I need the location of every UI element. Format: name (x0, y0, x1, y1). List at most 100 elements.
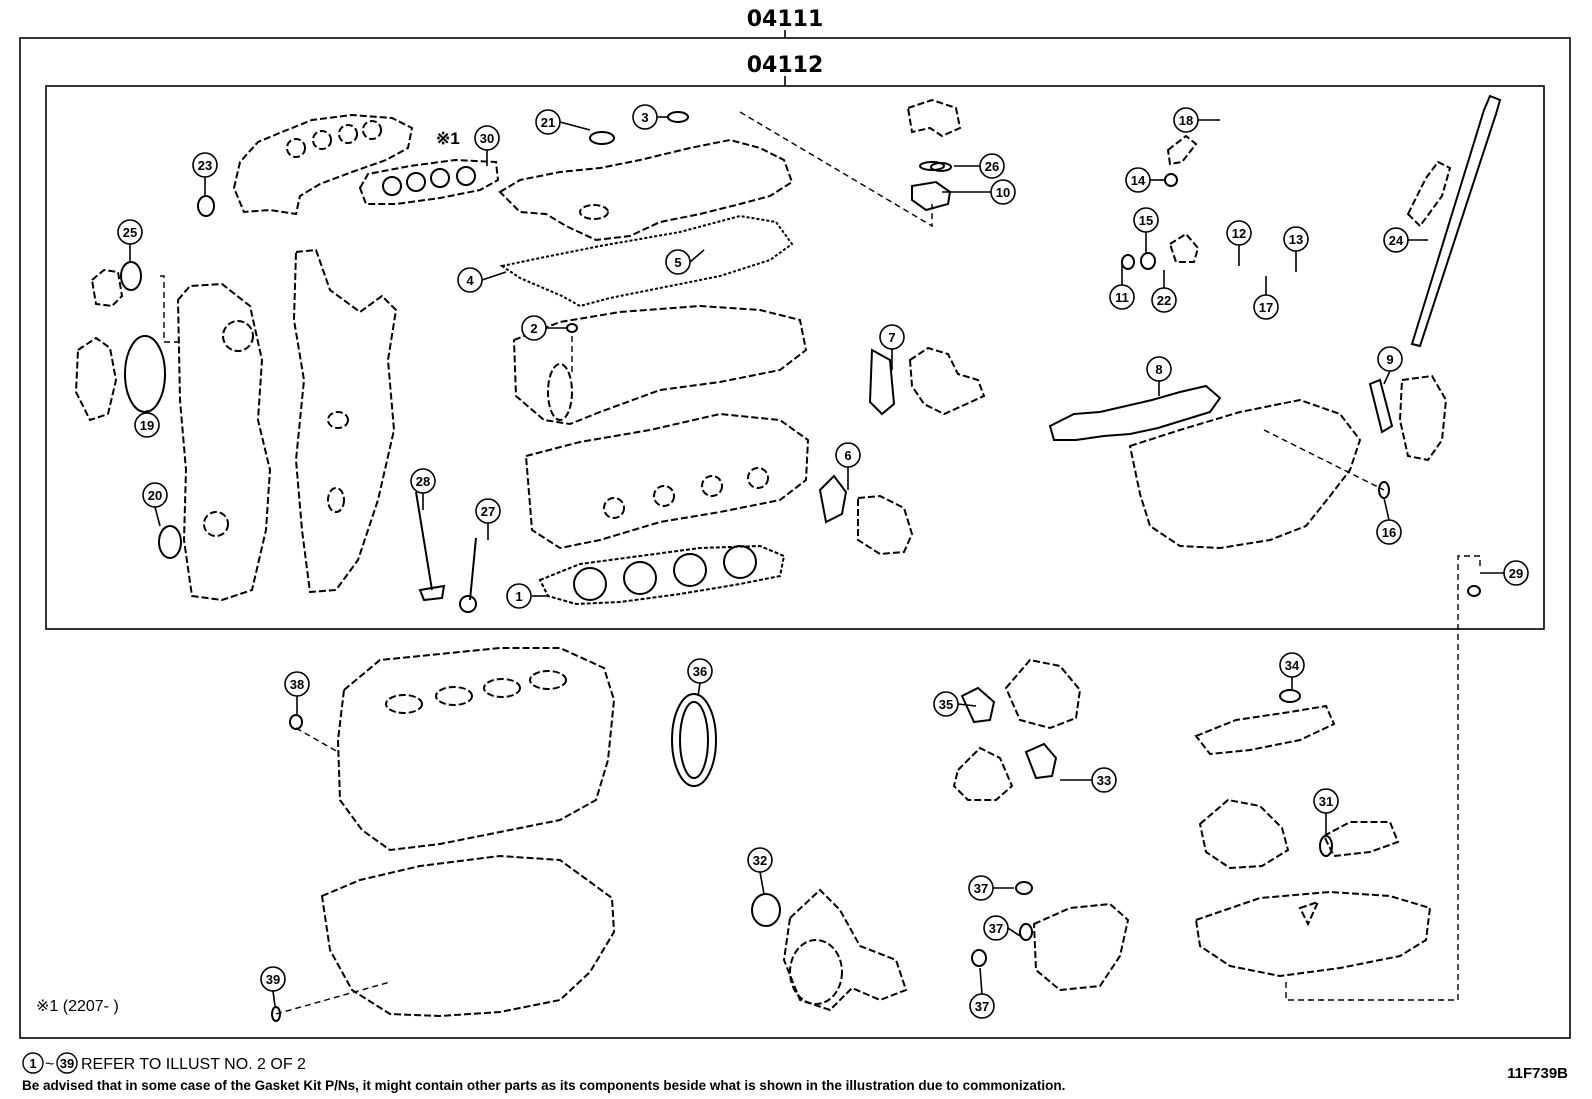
svg-text:37: 37 (989, 921, 1003, 936)
refer-note-text: REFER TO ILLUST NO. 2 OF 2 (81, 1056, 306, 1073)
svg-text:22: 22 (1157, 293, 1171, 308)
illustration-code: 11F739B (1507, 1065, 1568, 1082)
date-note: ※1 (2207- ) (36, 998, 119, 1015)
part-exhaust-manifold-cover (232, 113, 414, 216)
svg-text:12: 12 (1232, 226, 1246, 241)
callout-30: 30 (474, 125, 500, 166)
part-cylinder-head-cover (498, 138, 794, 242)
callout-15: 15 (1133, 207, 1159, 253)
callout-23: 23 (192, 152, 218, 196)
callout-22: 22 (1151, 270, 1177, 313)
callout-10: 10 (942, 179, 1016, 205)
callout-19: 19 (134, 410, 160, 438)
svg-text:24: 24 (1389, 233, 1404, 248)
svg-text:17: 17 (1259, 300, 1273, 315)
part-rear-oil-seal (671, 693, 717, 787)
callout-25: 25 (117, 219, 143, 262)
callout-27: 27 (475, 498, 501, 540)
callout-9: 9 (1377, 346, 1403, 385)
callout-31: 31 (1313, 788, 1339, 836)
callout-29: 29 (1480, 560, 1529, 586)
callout-5: 5 (665, 249, 705, 275)
callout-2: 2 (521, 315, 566, 341)
part-oil-pump-housing (782, 888, 908, 1012)
note-mark-1: ※1 (436, 129, 460, 148)
svg-text:29: 29 (1509, 566, 1523, 581)
svg-text:38: 38 (290, 677, 304, 692)
svg-text:37: 37 (974, 881, 988, 896)
callout-8: 8 (1146, 356, 1172, 396)
svg-text:8: 8 (1155, 362, 1162, 377)
svg-text:36: 36 (693, 664, 707, 679)
callout-3: 3 (632, 104, 668, 130)
part-water-pump-assembly (868, 346, 986, 416)
part-intake-manifold-gasket (1048, 384, 1222, 441)
refer-note: 1 ~ 39 REFER TO ILLUST NO. 2 OF 2 (22, 1052, 306, 1074)
callout-28: 28 (410, 468, 436, 510)
svg-text:10: 10 (996, 185, 1010, 200)
svg-text:4: 4 (466, 273, 474, 288)
callout-12: 12 (1226, 220, 1252, 266)
callout-4: 4 (457, 267, 507, 293)
kit-code-04111: 04111 (747, 7, 824, 32)
part-thermostat-housing (1032, 902, 1130, 992)
dashed-indicator-lines (160, 111, 1481, 1015)
callout-13: 13 (1283, 226, 1309, 272)
svg-text:33: 33 (1097, 773, 1111, 788)
callout-37b: 37 (983, 915, 1021, 941)
svg-text:27: 27 (481, 504, 495, 519)
part-head-cover-gasket (499, 214, 794, 308)
svg-text:21: 21 (541, 115, 555, 130)
callout-18: 18 (1173, 107, 1220, 133)
callout-11: 11 (1109, 262, 1135, 310)
svg-text:25: 25 (123, 225, 137, 240)
part-water-pump-body (1198, 798, 1400, 870)
svg-text:26: 26 (985, 159, 999, 174)
svg-text:13: 13 (1289, 232, 1303, 247)
callout-36: 36 (687, 658, 713, 697)
part-pcv-valve (1166, 134, 1200, 263)
svg-text:19: 19 (140, 418, 154, 433)
svg-text:34: 34 (1285, 658, 1300, 673)
svg-text:2: 2 (530, 321, 537, 336)
part-intake-manifold (1128, 374, 1448, 550)
part-gasket-strip-9 (1368, 378, 1394, 434)
svg-text:23: 23 (198, 158, 212, 173)
part-oil-pan-lower (1194, 890, 1432, 978)
svg-text:18: 18 (1179, 113, 1193, 128)
kit-code-04112: 04112 (747, 53, 824, 78)
part-exhaust-manifold-gasket (358, 158, 500, 205)
part-throttle-body (952, 658, 1082, 801)
inner-kit-frame (45, 85, 1545, 630)
svg-text:6: 6 (844, 448, 851, 463)
svg-text:32: 32 (753, 853, 767, 868)
part-small-o-rings (120, 111, 1481, 1022)
callout-6: 6 (835, 442, 861, 490)
part-egr-pipe (1194, 704, 1336, 756)
callout-17: 17 (1253, 276, 1279, 320)
refer-range-end: 39 (60, 1056, 74, 1071)
callout-35: 35 (933, 691, 977, 717)
svg-text:7: 7 (888, 330, 895, 345)
callout-16: 16 (1376, 497, 1402, 545)
svg-text:11: 11 (1115, 290, 1129, 305)
callout-7: 7 (879, 324, 905, 370)
svg-text:31: 31 (1319, 794, 1333, 809)
part-oil-pan-upper (320, 854, 616, 1018)
part-water-outlet (906, 98, 962, 212)
svg-text:35: 35 (939, 697, 953, 712)
callout-33: 33 (1060, 767, 1117, 793)
part-timing-cover-front (292, 248, 398, 594)
callout-37a: 37 (968, 875, 1014, 901)
svg-text:39: 39 (266, 972, 280, 987)
svg-text:1: 1 (515, 589, 522, 604)
svg-text:3: 3 (641, 110, 648, 125)
callout-39: 39 (260, 966, 286, 1007)
svg-text:14: 14 (1131, 173, 1146, 188)
part-cylinder-head-gasket (538, 544, 786, 606)
callout-21: 21 (535, 109, 591, 135)
callout-24: 24 (1383, 227, 1428, 253)
callout-38: 38 (284, 671, 310, 714)
refer-range-start: 1 (29, 1056, 36, 1071)
